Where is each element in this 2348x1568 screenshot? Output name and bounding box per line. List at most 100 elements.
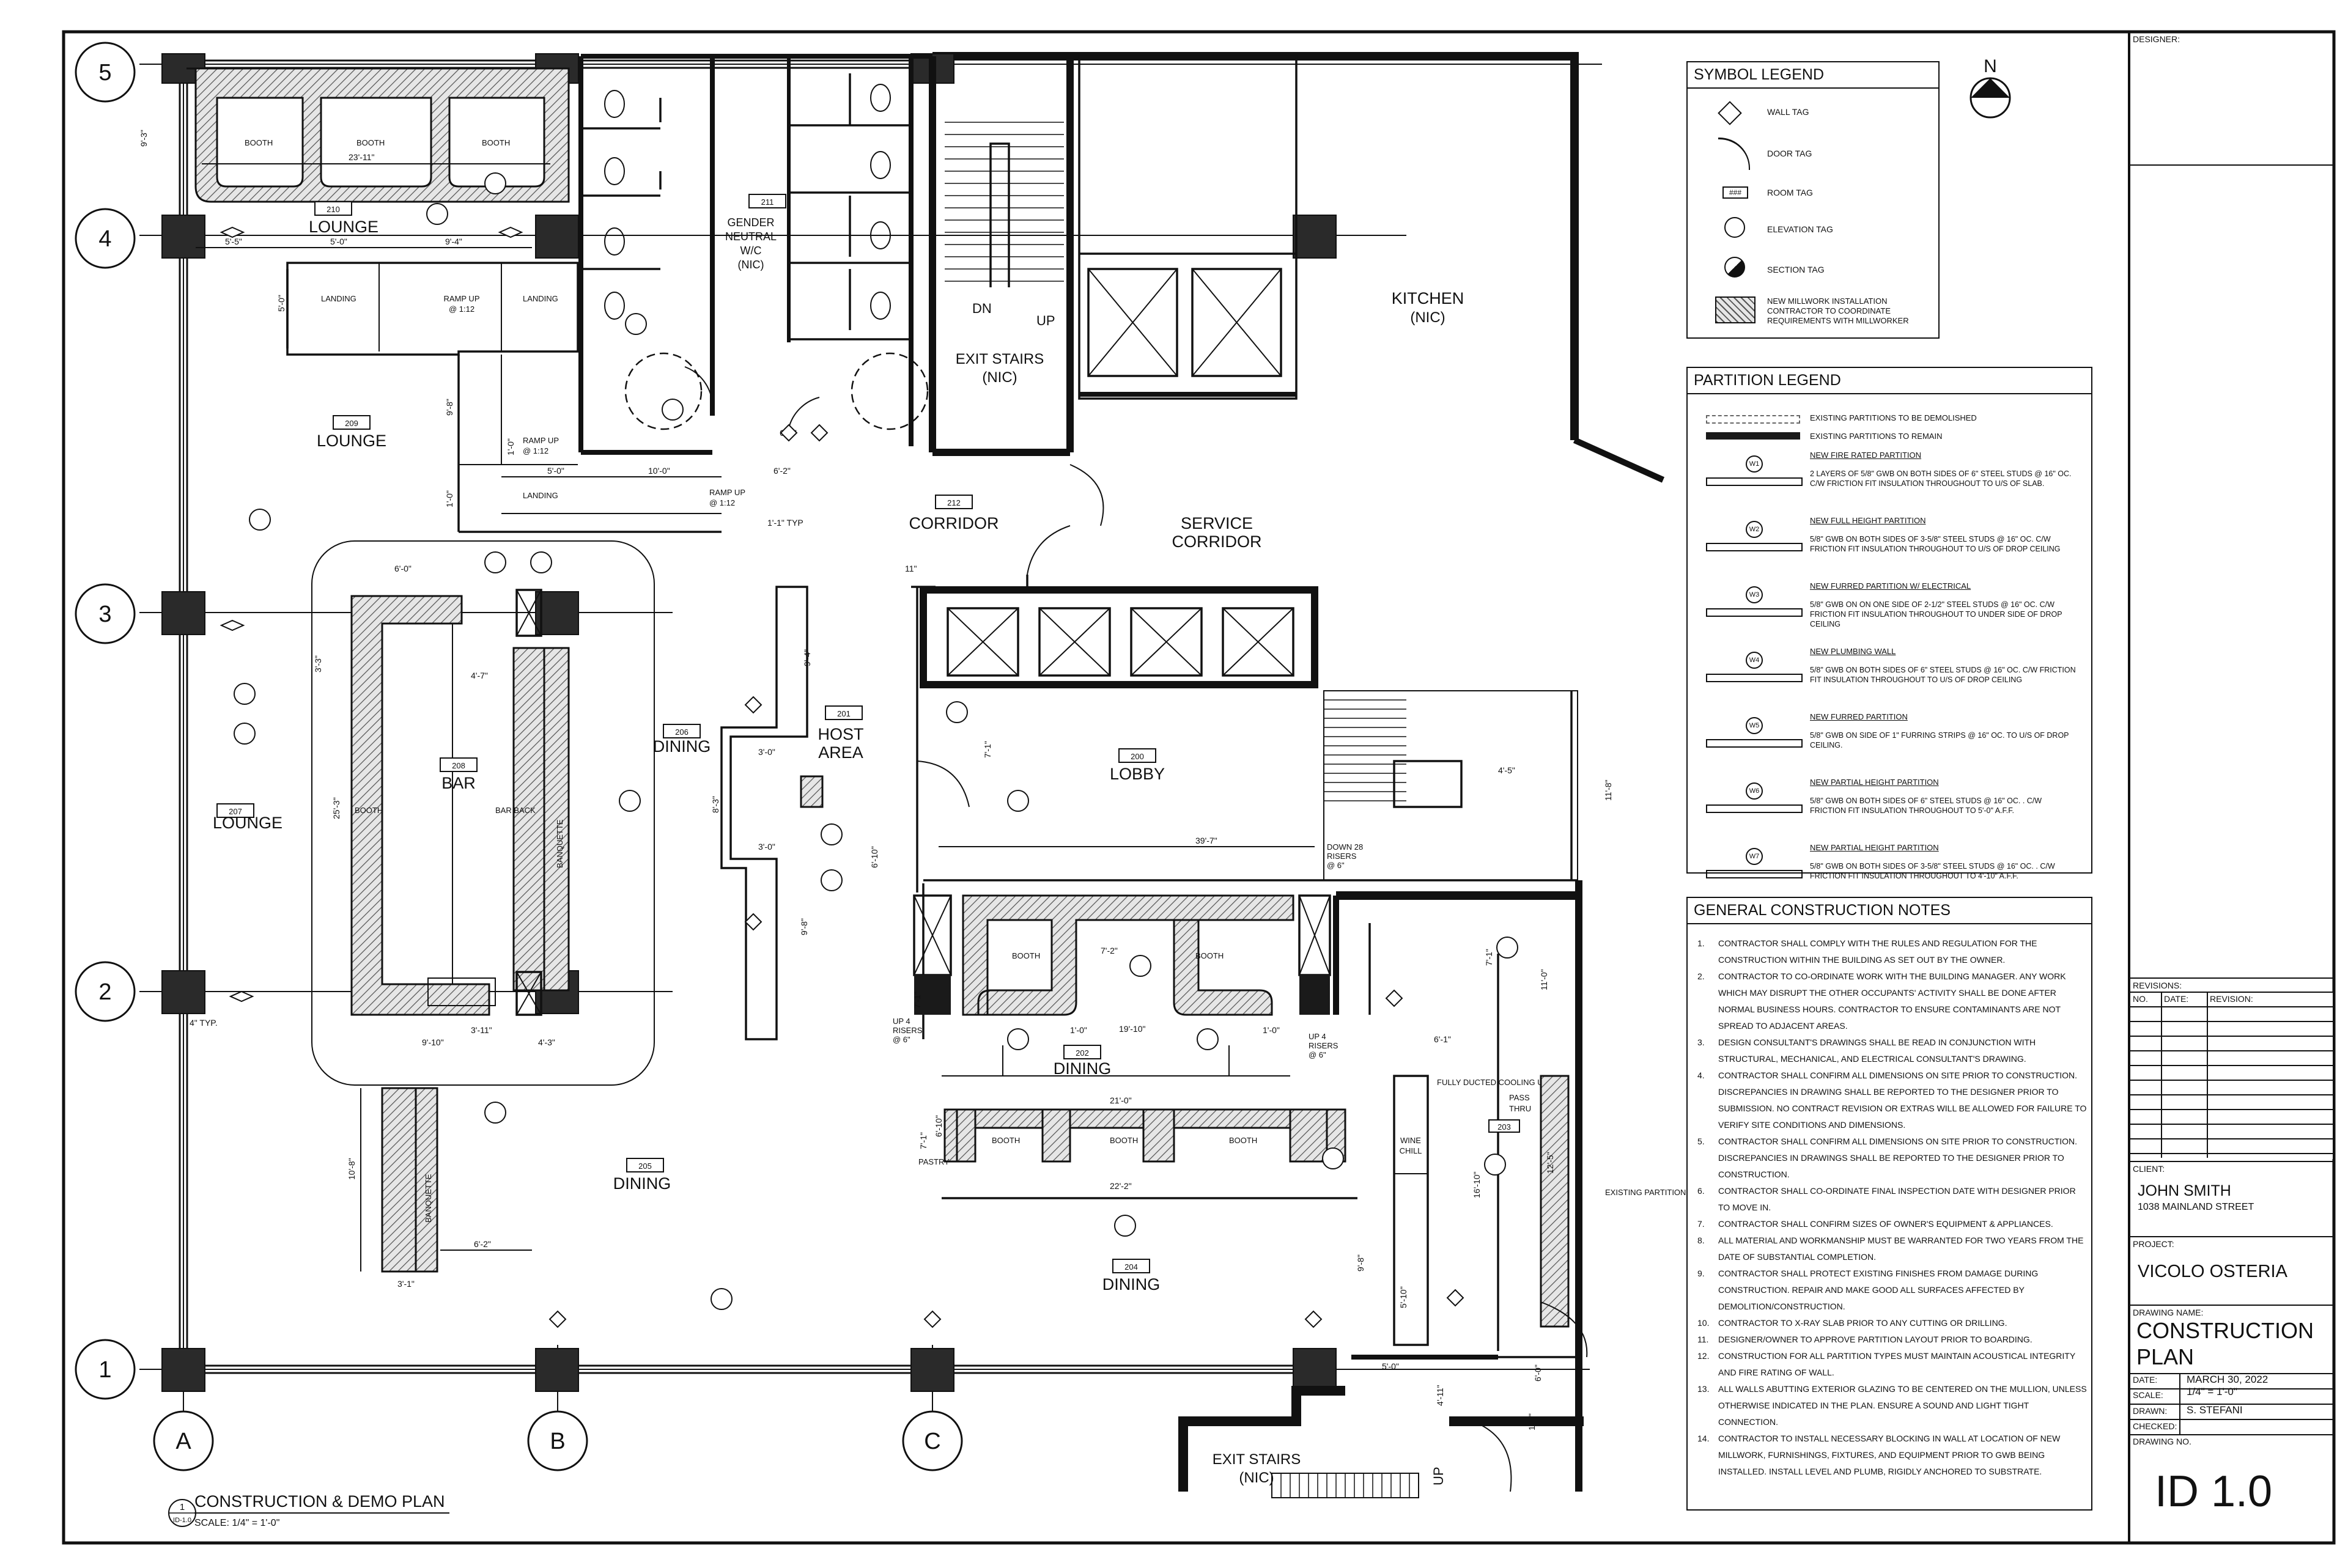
svg-text:RISERS: RISERS <box>893 1026 923 1035</box>
room-number-209: 209 <box>345 419 358 428</box>
svg-text:6'-10": 6'-10" <box>869 846 879 868</box>
room-name-lounge-209: LOUNGE <box>317 432 386 450</box>
note-line: CONSTRUCTION. <box>1718 1169 1790 1179</box>
svg-text:THRU: THRU <box>1509 1104 1531 1113</box>
north-arrow-icon: N <box>1970 56 2011 119</box>
svg-text:3'-1": 3'-1" <box>397 1279 415 1289</box>
svg-text:BOOTH: BOOTH <box>356 138 385 147</box>
svg-text:RISERS: RISERS <box>1327 852 1357 861</box>
svg-text:SCALE: 1/4" = 1'-0": SCALE: 1/4" = 1'-0" <box>194 1518 279 1528</box>
svg-text:BOOTH: BOOTH <box>1012 951 1040 960</box>
partition-legend-title: PARTITION LEGEND <box>1688 368 2091 394</box>
scale-label: SCALE: <box>2133 1390 2163 1400</box>
door-tag-icon <box>1718 138 1750 170</box>
svg-text:5'-10": 5'-10" <box>1398 1286 1408 1308</box>
project-name: VICOLO OSTERIA <box>2138 1262 2287 1281</box>
wall-tag-icon <box>1718 101 1742 125</box>
note-line: SPREAD TO ADJACENT AREAS. <box>1718 1021 1848 1031</box>
svg-text:202: 202 <box>1076 1048 1089 1058</box>
note-line: NORMAL BUSINESS HOURS. CONTRACTOR TO ENS… <box>1718 1004 2061 1014</box>
checked-label: CHECKED: <box>2133 1421 2177 1431</box>
svg-text:7'-1": 7'-1" <box>912 992 922 1009</box>
bar-208: 208 BAR BOOTH BAR BACK BANQUETTE <box>350 589 570 1016</box>
note-item: 9.CONTRACTOR SHALL PROTECT EXISTING FINI… <box>1697 1265 2084 1315</box>
dining-204-booths: BOOTH BOOTH BOOTH PASTRY 21'-0" 22'-2" 7… <box>918 1095 1357 1294</box>
svg-text:4'-5": 4'-5" <box>1498 765 1515 775</box>
partition-name: NEW FURRED PARTITION W/ ELECTRICAL <box>1810 581 1971 591</box>
svg-text:W/C: W/C <box>740 245 762 257</box>
plan-title: 1 ID-1.0 CONSTRUCTION & DEMO PLAN SCALE:… <box>168 1492 449 1528</box>
note-item: 1.CONTRACTOR SHALL COMPLY WITH THE RULES… <box>1697 935 2084 968</box>
partition-tag-icon: W5 <box>1746 717 1763 734</box>
svg-text:FULLY DUCTED COOLING UNIT: FULLY DUCTED COOLING UNIT <box>1437 1078 1556 1087</box>
partition-swatch <box>1706 739 1803 748</box>
note-item: 6.CONTRACTOR SHALL CO-ORDINATE FINAL INS… <box>1697 1183 2084 1216</box>
general-construction-notes: GENERAL CONSTRUCTION NOTES 1.CONTRACTOR … <box>1686 897 2092 1511</box>
rev-date-header: DATE: <box>2164 994 2189 1004</box>
section-tag-icon <box>1724 257 1745 278</box>
symbol-section-tag-label: SECTION TAG <box>1767 265 1825 274</box>
note-line: DATE OF SUBSTANTIAL COMPLETION. <box>1718 1252 1876 1262</box>
note-line: TO MOVE IN. <box>1718 1202 1771 1212</box>
note-number: 1. <box>1697 938 1705 948</box>
svg-text:BOOTH: BOOTH <box>245 138 273 147</box>
note-line: DEMOLITION/CONSTRUCTION. <box>1718 1301 1845 1311</box>
svg-text:6'-2": 6'-2" <box>773 466 791 476</box>
partition-description: 5/8" GWB ON BOTH SIDES OF 6" STEEL STUDS… <box>1810 666 2076 684</box>
note-line: CONSTRUCTION. REPAIR AND MAKE GOOD ALL S… <box>1718 1285 2025 1295</box>
note-line: ALL MATERIAL AND WORKMANSHIP MUST BE WAR… <box>1718 1235 2084 1245</box>
note-line: AND FIRE RATING OF WALL. <box>1718 1367 1834 1377</box>
drawing-no-label: DRAWING NO. <box>2133 1437 2191 1446</box>
svg-text:3'-0": 3'-0" <box>758 747 775 757</box>
note-line: CONTRACTOR SHALL CONFIRM ALL DIMENSIONS … <box>1718 1070 2078 1080</box>
svg-text:1'-0": 1'-0" <box>1263 1025 1280 1035</box>
partition-name: NEW PARTIAL HEIGHT PARTITION <box>1810 843 1939 852</box>
svg-text:@ 6": @ 6" <box>1309 1050 1326 1059</box>
note-line: DESIGN CONSULTANT'S DRAWINGS SHALL BE RE… <box>1718 1037 2036 1047</box>
note-number: 5. <box>1697 1136 1705 1146</box>
svg-text:@ 1:12: @ 1:12 <box>449 304 474 314</box>
svg-text:UP: UP <box>1036 313 1055 328</box>
drawing-name-line2: PLAN <box>2136 1344 2195 1369</box>
note-line: MILLWORK, FURNISHINGS, FIXTURES, AND EQU… <box>1718 1450 2045 1460</box>
svg-text:EXIT STAIRS: EXIT STAIRS <box>1213 1451 1301 1468</box>
dim-9-3: 9'-3" <box>139 130 149 147</box>
svg-text:10'-0": 10'-0" <box>648 466 670 476</box>
note-line: ALL WALLS ABUTTING EXTERIOR GLAZING TO B… <box>1718 1384 2087 1394</box>
partition-name: NEW PLUMBING WALL <box>1810 647 1896 656</box>
svg-text:(NIC): (NIC) <box>738 259 764 271</box>
svg-text:BAR: BAR <box>441 774 476 792</box>
svg-text:N: N <box>1984 56 1997 76</box>
svg-text:39'-7": 39'-7" <box>1195 836 1217 845</box>
general-notes-title: GENERAL CONSTRUCTION NOTES <box>1688 898 2091 924</box>
svg-text:EXIT STAIRS: EXIT STAIRS <box>956 351 1044 367</box>
note-line: CONSTRUCTION FOR ALL PARTITION TYPES MUS… <box>1718 1351 2076 1361</box>
svg-text:1'-1" TYP: 1'-1" TYP <box>767 518 803 528</box>
svg-text:7'-1": 7'-1" <box>983 741 992 758</box>
svg-text:C: C <box>924 1429 940 1454</box>
exterior-walls <box>179 52 1665 1492</box>
svg-text:BOOTH: BOOTH <box>1110 1136 1138 1145</box>
remain-line-swatch <box>1706 432 1800 440</box>
drawn-value: S. STEFANI <box>2187 1404 2243 1416</box>
room-name-dining-206: DINING <box>653 737 711 756</box>
svg-text:BAR BACK: BAR BACK <box>495 806 536 815</box>
svg-text:@ 6": @ 6" <box>1327 861 1345 870</box>
note-line: WHICH MAY DISRUPT THE OTHER OCCUPANTS' A… <box>1718 988 2056 998</box>
partition-tag-icon: W2 <box>1746 521 1763 538</box>
symbol-room-tag-label: ROOM TAG <box>1767 188 1813 197</box>
symbol-wall-tag-label: WALL TAG <box>1767 107 1809 117</box>
svg-text:BOOTH: BOOTH <box>482 138 510 147</box>
note-item: 12.CONSTRUCTION FOR ALL PARTITION TYPES … <box>1697 1348 2084 1381</box>
svg-text:NEUTRAL: NEUTRAL <box>725 230 777 243</box>
partition-name: NEW FURRED PARTITION <box>1810 712 1908 721</box>
grid-bubble-5: 5 <box>75 42 136 103</box>
partition-name: NEW PARTIAL HEIGHT PARTITION <box>1810 778 1939 787</box>
title-block: DESIGNER: REVISIONS: NO. DATE: REVISION:… <box>2130 33 2333 1542</box>
note-item: 14.CONTRACTOR TO INSTALL NECESSARY BLOCK… <box>1697 1430 2084 1480</box>
room-name-corridor: CORRIDOR <box>909 514 999 532</box>
svg-text:11": 11" <box>905 564 917 573</box>
